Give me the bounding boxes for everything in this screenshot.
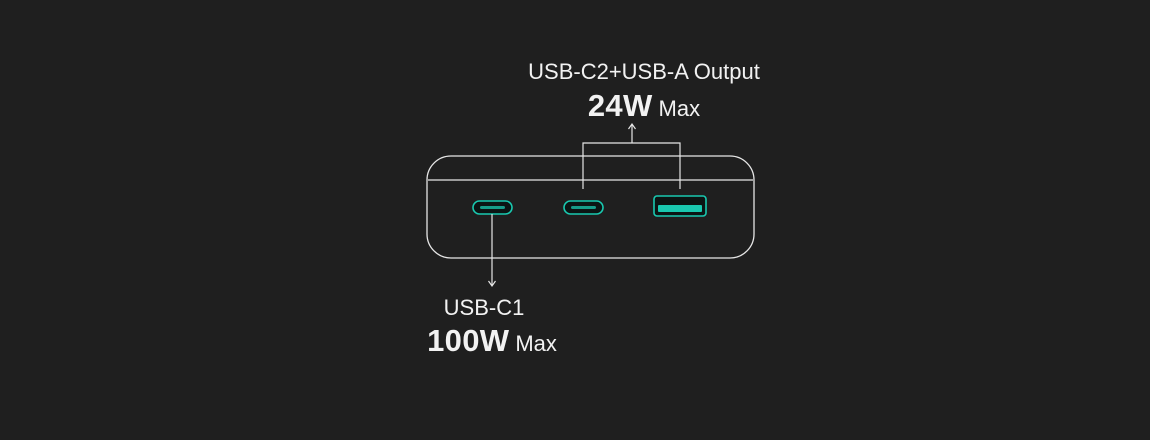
usb-c2-port [563, 200, 604, 215]
c2-a-bracket-arrow [582, 122, 681, 189]
c2-a-power-value: 24W [587, 88, 653, 123]
power-bank-body [426, 155, 755, 259]
c2-a-output-label: USB-C2+USB-A Output [528, 59, 760, 84]
c2-a-power-unit: Max [658, 96, 701, 121]
c1-power-value: 100W [427, 323, 510, 358]
c1-power-unit: Max [515, 331, 557, 356]
c1-output-label: USB-C1 [443, 295, 525, 320]
usb-c1-port [472, 200, 513, 215]
c1-down-arrow [488, 214, 496, 288]
usb-a-port [653, 195, 707, 217]
